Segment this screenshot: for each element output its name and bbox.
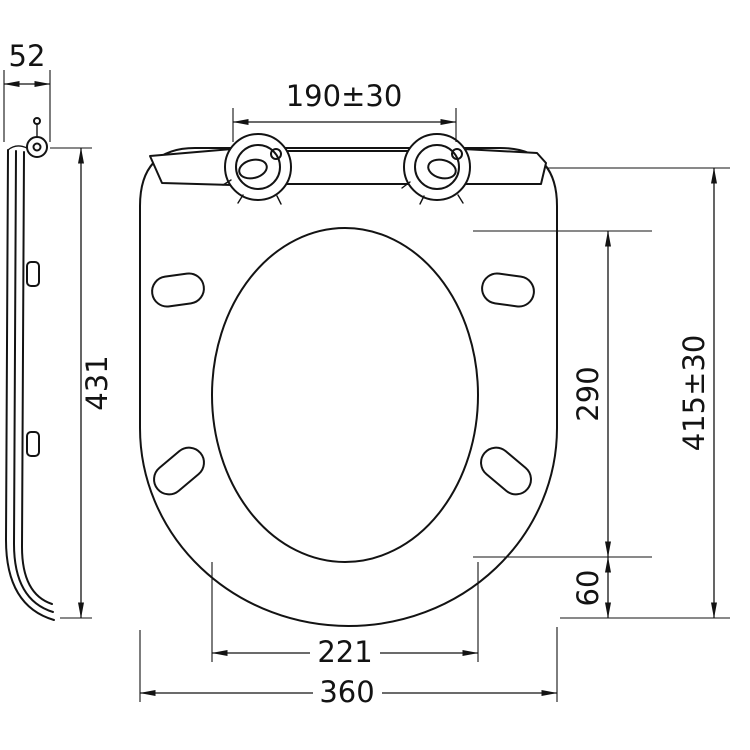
seat-opening [211,227,479,563]
dimension-overall-width: 360 [139,627,558,709]
side-profile-inner-line [21,151,53,605]
bumper-upper-left [151,272,205,308]
hinge-right-outer-ring [403,133,471,201]
dimension-label-side-height: 431 [80,355,114,410]
hinge-left-outer-ring [224,133,292,201]
dimension-label-side-width: 52 [9,39,46,73]
dimensions: 52 431 190±30 290 60 [3,39,730,709]
side-profile-middle-line [13,150,54,613]
bumper-lower-right [480,446,532,496]
hinge-left [222,133,292,205]
dimension-label-opening-width: 221 [317,635,372,669]
dimension-side-width: 52 [3,39,51,142]
dimension-label-rear-offset: 60 [571,570,605,607]
hinge-left-bolt-hole [270,148,282,160]
hinge-left-notches [222,179,282,205]
dimension-rear-offset: 60 [571,556,611,619]
dimension-side-height: 431 [50,147,114,619]
bumper-upper-right [481,272,535,308]
dimension-label-hinge-spacing: 190±30 [286,79,403,113]
dimension-hinge-spacing: 190±30 [232,79,457,142]
hinge-left-inner-ring [235,144,281,190]
hinge-right-slot [427,158,457,180]
side-hinge-circle [26,136,48,158]
seat-outline [139,147,558,627]
dimension-opening-width: 221 [211,562,479,669]
bumper-lower-left [153,446,205,496]
hinge-arm-right [462,148,547,185]
hinge-right [401,133,471,205]
side-profile-top-cap [7,145,28,151]
hinge-arm-left [149,148,233,186]
hinge-right-inner-ring [414,144,460,190]
hinge-right-notches [401,181,464,205]
side-hinge-axle [32,142,42,152]
top-view [139,133,558,627]
hinge-left-slot [238,158,268,180]
dimension-opening-length: 290 [473,230,652,558]
dimension-overall-length: 415±30 [548,167,730,619]
side-view [5,117,55,621]
dimension-label-overall-width: 360 [319,675,374,709]
side-bumper-bottom [26,431,40,457]
dimension-label-opening-length: 290 [571,366,605,421]
side-profile-outer-line [5,149,55,621]
side-hinge-pin-head [33,117,41,125]
side-bumper-top [26,261,40,287]
hinge-right-bolt-hole [451,148,463,160]
dimension-label-overall-length: 415±30 [677,335,711,452]
